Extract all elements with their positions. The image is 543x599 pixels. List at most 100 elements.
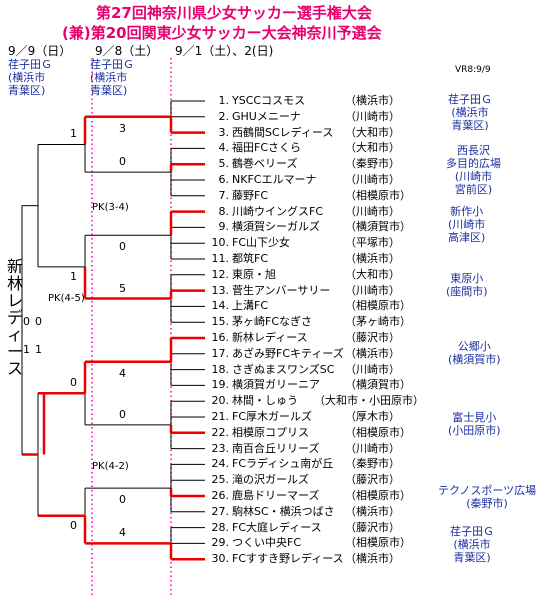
team-number: 6.: [218, 173, 230, 186]
team-number: 2.: [218, 109, 230, 123]
team-city: （大和市・小田原市）: [314, 394, 424, 408]
team-name: 福田FCさくら: [232, 141, 302, 155]
team-name: 駒林SC・横浜つばさ: [232, 504, 335, 518]
winner-name-char: 林: [6, 274, 23, 293]
team-number: 21.: [211, 410, 230, 423]
winner-name-char: レ: [6, 291, 23, 310]
score-final: 0: [23, 315, 30, 328]
team-number: 1.: [218, 94, 230, 107]
score-round2: 1: [70, 269, 77, 283]
team-city: （川崎市）: [345, 173, 400, 186]
team-name: 川崎ウイングスFC: [232, 204, 324, 218]
team-city: （横浜市）: [345, 346, 400, 360]
team-city: （横浜市）: [345, 252, 400, 265]
team-city: （大和市）: [345, 267, 400, 281]
team-city: （相模原市）: [345, 425, 411, 439]
team-name: さぎぬまスワンズSC: [232, 362, 335, 376]
team-number: 19.: [211, 378, 230, 392]
venue-left-1: 荏子田Ｇ (横浜市 青葉区): [8, 58, 52, 97]
team-city: （横須賀市）: [345, 378, 411, 392]
date-semifinal: 9／8（土）: [95, 44, 159, 58]
team-name: 鶴巻ベリーズ: [232, 157, 298, 171]
team-city: （川崎市）: [345, 109, 400, 123]
team-name: FCラディシュ南が丘: [232, 457, 334, 471]
title-line2: (兼)第20回関東少女サッカー大会神奈川予選会: [62, 24, 382, 42]
pk-label: PK(3-4): [92, 202, 129, 213]
team-city: （横浜市）: [345, 504, 400, 518]
team-number: 25.: [211, 473, 230, 487]
team-name: 滝の沢ガールズ: [232, 473, 309, 487]
team-number: 15.: [211, 315, 230, 329]
venue-right-8: 荏子田Ｇ (横浜市 青葉区): [450, 525, 494, 564]
team-name: NKFCエルマーナ: [232, 173, 317, 186]
venue-right-1: 荏子田Ｇ (横浜市 青葉区): [448, 93, 492, 132]
venue-right-4: 東原小 (座間市): [446, 272, 488, 298]
title-line1: 第27回神奈川県少女サッカー選手権大会: [96, 4, 372, 22]
team-name: FCすすき野レディース: [232, 552, 344, 566]
team-city: （横浜市）: [345, 552, 400, 566]
team-number: 3.: [218, 125, 230, 139]
team-number: 7.: [218, 188, 230, 202]
team-number: 17.: [211, 346, 230, 360]
team-number: 12.: [211, 267, 230, 281]
team-name: 横須賀ガリーニア: [232, 378, 320, 392]
team-name: FC厚木ガールズ: [232, 410, 313, 423]
score-final: 0: [35, 315, 42, 328]
team-name: 都筑FC: [232, 252, 269, 265]
team-name: つくい中央FC: [232, 536, 302, 550]
winner-name-char: 新: [6, 257, 23, 276]
team-name: 東原・旭: [232, 267, 276, 281]
score-round2: 0: [70, 518, 77, 532]
team-number: 4.: [218, 141, 230, 155]
team-number: 9.: [218, 220, 230, 234]
team-city: （川崎市）: [345, 362, 400, 376]
score-round1: 0: [119, 240, 126, 254]
winner-name: 新林レディース: [6, 258, 24, 377]
team-city: （秦野市）: [345, 157, 400, 171]
team-number: 23.: [211, 441, 230, 455]
version-label: VR8:9/9: [455, 65, 491, 75]
winner-name-char: デ: [6, 308, 23, 327]
team-name: 上溝FC: [232, 299, 269, 313]
team-name: あざみ野FCキティーズ: [232, 346, 344, 360]
team-city: （相模原市）: [345, 299, 411, 313]
score-round1: 0: [119, 493, 126, 507]
team-city: （相模原市）: [345, 489, 411, 502]
team-name: 菅生アンバーサリー: [232, 283, 331, 297]
team-number: 10.: [211, 236, 230, 250]
pk-label: PK(4-2): [92, 461, 129, 472]
team-number: 28.: [211, 520, 230, 534]
team-number: 29.: [211, 536, 230, 550]
team-number: 13.: [211, 283, 230, 297]
venue-right-2: 西長沢 多目的広場 (川崎市 宮前区): [446, 144, 501, 196]
team-number: 20.: [211, 394, 230, 408]
venue-right-5: 公郷小 (横須賀市): [448, 340, 501, 366]
pk-label: PK(4-5): [48, 293, 85, 304]
score-final: 1: [23, 343, 30, 356]
team-city: （大和市）: [345, 141, 400, 155]
team-name: 林間・しゅう: [232, 394, 298, 408]
team-city: （茅ヶ崎市）: [345, 315, 411, 329]
team-name: FC山下少女: [232, 236, 291, 250]
score-round2: 0: [70, 376, 77, 390]
winner-name-char: ィ: [6, 325, 23, 344]
winner-name-char: ス: [6, 359, 23, 378]
venue-right-7: テクノスポーツ広場 (秦野市): [438, 484, 537, 510]
team-name: 南百合丘リリーズ: [232, 441, 320, 455]
team-city: （川崎市）: [345, 283, 400, 297]
sf-winner-path: [42, 392, 85, 455]
team-name: YSCCコスモス: [232, 94, 306, 107]
venue-right-6: 富士見小 (小田原市): [448, 411, 501, 437]
team-number: 16.: [211, 331, 230, 344]
team-city: （藤沢市）: [345, 473, 400, 487]
team-number: 8.: [218, 204, 230, 218]
team-city: （平塚市）: [345, 236, 400, 250]
team-city: （藤沢市）: [345, 331, 400, 344]
team-name: 相模原コプリス: [232, 425, 309, 439]
team-city: （相模原市）: [345, 188, 411, 202]
team-number: 22.: [211, 425, 230, 439]
score-round1: 5: [119, 281, 126, 295]
team-name: 横須賀シーガルズ: [232, 220, 320, 234]
